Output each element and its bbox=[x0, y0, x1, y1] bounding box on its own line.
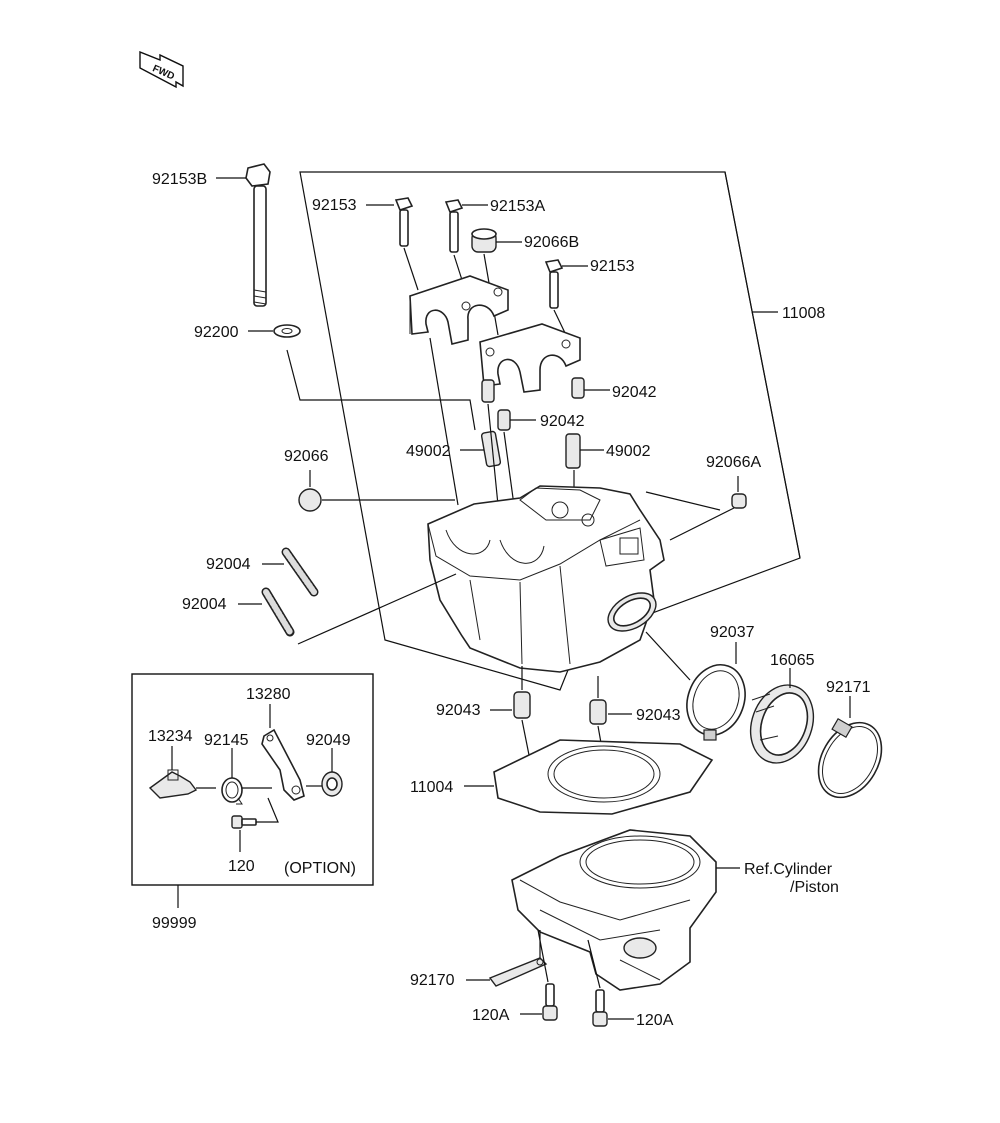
label-92200: 92200 bbox=[194, 324, 239, 341]
fwd-arrow-icon: FWD bbox=[139, 50, 184, 89]
head-gasket-11004 bbox=[493, 739, 714, 815]
label-92004-lower: 92004 bbox=[182, 596, 227, 613]
label-49002-left: 49002 bbox=[406, 443, 451, 460]
bolt-120A-left bbox=[542, 983, 558, 1021]
bracket-92170 bbox=[488, 957, 548, 987]
lever-13280 bbox=[261, 728, 305, 801]
label-92049: 92049 bbox=[306, 732, 351, 749]
label-92066A: 92066A bbox=[706, 454, 761, 471]
bolt-120 bbox=[231, 815, 257, 829]
label-92145: 92145 bbox=[204, 732, 249, 749]
valve-guide-49002-right bbox=[565, 433, 581, 469]
label-99999: 99999 bbox=[152, 915, 197, 932]
intake-duct-16065 bbox=[749, 684, 815, 764]
label-11004: 11004 bbox=[410, 779, 453, 796]
clamp-92171 bbox=[817, 717, 883, 799]
label-option: (OPTION) bbox=[284, 860, 356, 877]
label-92066: 92066 bbox=[284, 448, 329, 465]
clamp-92037 bbox=[686, 664, 746, 741]
plug-92066A bbox=[731, 493, 747, 509]
label-ref-cylinder: Ref.Cylinder bbox=[744, 861, 833, 878]
label-92042-mid: 92042 bbox=[540, 413, 585, 430]
label-92066B: 92066B bbox=[524, 234, 579, 251]
label-92153B: 92153B bbox=[152, 171, 207, 188]
label-92153: 92153 bbox=[312, 197, 357, 214]
label-ref-piston: /Piston bbox=[790, 879, 839, 896]
option-box bbox=[131, 673, 374, 886]
label-120A-left: 120A bbox=[472, 1007, 510, 1024]
shaft-13234 bbox=[148, 769, 198, 799]
label-120A-right: 120A bbox=[636, 1012, 674, 1029]
dowel-92042-b bbox=[571, 377, 585, 399]
dowel-92042-c bbox=[497, 409, 511, 431]
label-13234: 13234 bbox=[148, 728, 193, 745]
label-92153-right: 92153 bbox=[590, 258, 635, 275]
bolt-92153-left bbox=[394, 197, 414, 247]
stud-92004-lower bbox=[261, 587, 295, 637]
cylinder-head bbox=[427, 485, 665, 673]
bolt-120A-right bbox=[592, 989, 608, 1027]
label-92037: 92037 bbox=[710, 624, 755, 641]
stud-92004-upper bbox=[281, 547, 319, 597]
bolt-92153A bbox=[444, 199, 464, 253]
label-16065: 16065 bbox=[770, 652, 815, 669]
label-92043-right: 92043 bbox=[636, 707, 681, 724]
seal-92049 bbox=[321, 771, 343, 797]
plug-92066 bbox=[298, 488, 322, 512]
dowel-92043-left bbox=[513, 691, 531, 719]
label-92171: 92171 bbox=[826, 679, 871, 696]
washer-92200 bbox=[273, 324, 301, 338]
cylinder-reference bbox=[511, 829, 717, 991]
label-92153A: 92153A bbox=[490, 198, 545, 215]
bolt-92153-right bbox=[544, 259, 564, 309]
label-92042-right: 92042 bbox=[612, 384, 657, 401]
label-92043-left: 92043 bbox=[436, 702, 481, 719]
camshaft-cap-right bbox=[479, 323, 581, 393]
dowel-92042-a bbox=[481, 379, 495, 403]
label-13280: 13280 bbox=[246, 686, 291, 703]
bolt-92153B bbox=[245, 163, 271, 307]
dowel-92043-right bbox=[589, 699, 607, 725]
cap-92066B bbox=[471, 228, 497, 253]
label-92170: 92170 bbox=[410, 972, 455, 989]
camshaft-cap-left bbox=[409, 275, 509, 345]
label-49002-right: 49002 bbox=[606, 443, 651, 460]
spring-92145 bbox=[221, 777, 243, 805]
label-11008: 11008 bbox=[782, 305, 825, 322]
label-92004-upper: 92004 bbox=[206, 556, 251, 573]
label-120: 120 bbox=[228, 858, 255, 875]
